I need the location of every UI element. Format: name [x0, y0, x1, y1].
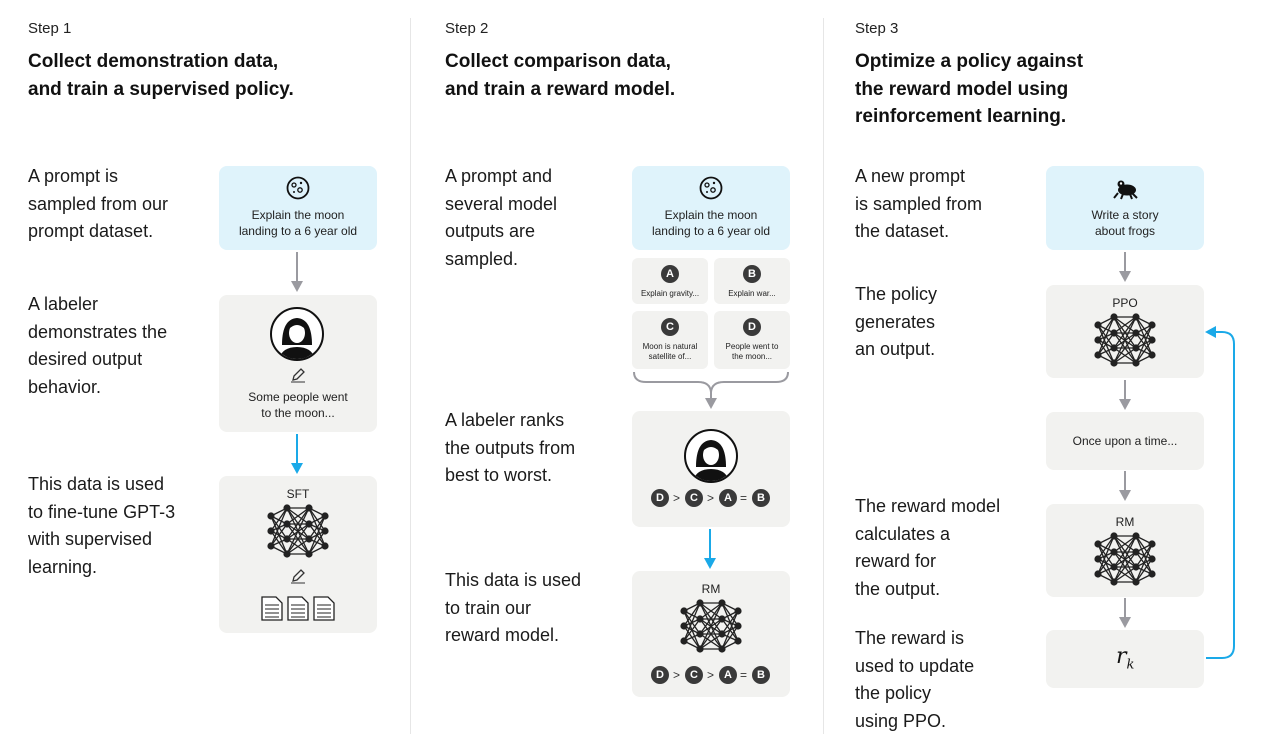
model-label: RM — [1115, 515, 1135, 529]
output-text: Moon is natural satellite of... — [642, 342, 698, 361]
prompt-text: Explain the moon landing to a 6 year old — [238, 208, 358, 238]
document-icon — [261, 596, 335, 621]
arrow-down — [1119, 252, 1131, 282]
step-description: This data is used to fine-tune GPT-3 wit… — [28, 474, 176, 577]
step-description: A prompt is sampled from our prompt data… — [28, 166, 169, 241]
rank-operator: = — [740, 491, 748, 505]
prompt-card: Explain the moon landing to a 6 year old — [219, 166, 377, 250]
title-line: Optimize a policy against — [855, 51, 1084, 72]
step-description: A new prompt is sampled from the dataset… — [855, 166, 983, 241]
labeler-avatar-icon — [684, 429, 738, 483]
output-card: A Explain gravity... — [632, 258, 708, 304]
sft-model-card: SFT — [219, 476, 377, 633]
step-description: The reward is used to update the policy … — [855, 628, 975, 731]
output-card: Once upon a time... — [1046, 412, 1204, 470]
step-description: The reward model calculates a reward for… — [855, 496, 1001, 599]
step-description: A prompt and several model outputs are s… — [445, 166, 558, 269]
reward-symbol: rk — [1116, 644, 1134, 672]
prompt-text: Explain the moon landing to a 6 year old — [651, 208, 771, 238]
output-letter-badge: B — [743, 265, 761, 283]
rank-badge: B — [752, 489, 770, 507]
step-title: Optimize a policy against the reward mod… — [855, 48, 1083, 131]
title-line: the reward model using — [855, 78, 1069, 100]
arrow-down — [1119, 598, 1131, 628]
reward-r: r — [1116, 644, 1127, 669]
rank-badge: C — [685, 489, 703, 507]
rank-badge: A — [719, 666, 737, 684]
output-letter-badge: C — [661, 318, 679, 336]
frog-icon — [1113, 180, 1138, 200]
step-description: This data is used to train our reward mo… — [445, 570, 582, 645]
feedback-loop-arrow — [1205, 326, 1235, 659]
labeler-avatar-icon — [270, 307, 324, 361]
ppo-policy-card: PPO — [1046, 285, 1204, 378]
step-description: The policy generates an output. — [855, 284, 938, 359]
arrow-down — [291, 252, 303, 292]
rm-model-card: RM D > C > A = B — [632, 571, 790, 697]
rank-badge: B — [752, 666, 770, 684]
arrow-down-blue — [291, 434, 303, 474]
step-label: Step 1 — [28, 20, 72, 37]
output-card: D People went to the moon... — [714, 311, 790, 369]
rank-badge: D — [651, 489, 669, 507]
step-title: Collect demonstration data, and train a … — [28, 48, 294, 103]
arrow-down-blue — [704, 529, 716, 569]
rank-badge: D — [651, 666, 669, 684]
reward-subscript: k — [1126, 657, 1135, 673]
model-label: PPO — [1112, 296, 1138, 310]
step-label: Step 2 — [445, 20, 489, 37]
title-line: Collect comparison data, — [445, 51, 671, 72]
step-label: Step 3 — [855, 20, 899, 37]
moon-icon — [699, 176, 723, 200]
reward-card: rk — [1046, 630, 1204, 688]
arrow-down — [1119, 471, 1131, 501]
step-description: A labeler demonstrates the desired outpu… — [28, 294, 168, 397]
title-line: Collect demonstration data, — [28, 51, 279, 72]
step-description: A labeler ranks the outputs from best to… — [445, 410, 576, 485]
output-text: Some people went to the moon... — [248, 390, 348, 420]
brace-arrow — [633, 371, 789, 409]
column-divider — [410, 18, 411, 734]
ranking-card: D > C > A = B — [632, 411, 790, 527]
rank-badge: A — [719, 489, 737, 507]
rm-model-card: RM — [1046, 504, 1204, 597]
step-title: Collect comparison data, and train a rew… — [445, 48, 675, 103]
column-divider — [823, 18, 824, 734]
moon-icon — [286, 176, 310, 200]
output-letter-badge: A — [661, 265, 679, 283]
prompt-card: Explain the moon landing to a 6 year old — [632, 166, 790, 250]
prompt-card: Write a story about frogs — [1046, 166, 1204, 250]
neural-net-icon — [680, 599, 742, 653]
pencil-icon — [291, 368, 305, 383]
neural-net-icon — [267, 504, 329, 558]
arrow-down — [1119, 380, 1131, 410]
pencil-icon — [291, 569, 305, 584]
output-text: Explain gravity... — [640, 289, 700, 298]
model-label: SFT — [286, 487, 310, 501]
title-line: and train a supervised policy. — [28, 78, 294, 100]
output-text: People went to the moon... — [725, 342, 779, 361]
labeler-card: Some people went to the moon... — [219, 295, 377, 432]
rank-operator: > — [673, 668, 681, 682]
rank-operator: > — [673, 491, 681, 505]
rank-operator: > — [707, 668, 715, 682]
output-card: B Explain war... — [714, 258, 790, 304]
rank-operator: = — [740, 668, 748, 682]
output-letter-badge: D — [743, 318, 761, 336]
output-card: C Moon is natural satellite of... — [632, 311, 708, 369]
output-text: Explain war... — [728, 289, 776, 298]
title-line: reinforcement learning. — [855, 106, 1067, 127]
prompt-text: Write a story about frogs — [1091, 208, 1159, 238]
model-label: RM — [701, 582, 721, 596]
title-line: and train a reward model. — [445, 78, 676, 100]
neural-net-icon — [1094, 532, 1156, 586]
output-text: Once upon a time... — [1072, 434, 1178, 448]
rank-operator: > — [707, 491, 715, 505]
rank-badge: C — [685, 666, 703, 684]
neural-net-icon — [1094, 313, 1156, 367]
